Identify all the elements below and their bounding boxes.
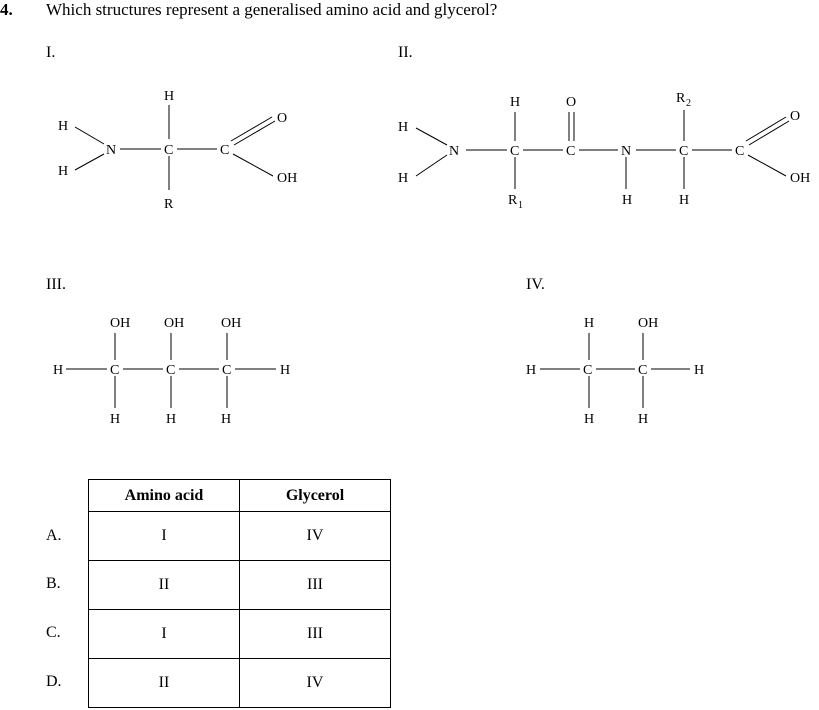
bond (748, 120, 790, 146)
atom-label: C (510, 144, 519, 159)
atom-label: C (166, 363, 175, 378)
cell-glycerol: III (239, 560, 391, 610)
atom-label: OH (164, 316, 184, 331)
atom-label: R (508, 193, 518, 208)
atom-label: H (638, 412, 648, 427)
atom-label: H (58, 119, 68, 134)
atom-label: OH (221, 316, 241, 331)
bond (747, 154, 787, 177)
atom-label: OH (790, 171, 810, 186)
atom-label: O (566, 95, 576, 110)
atom-label: C (110, 363, 119, 378)
atom-label: N (621, 144, 631, 159)
cell-glycerol: III (239, 609, 391, 659)
cell-glycerol: IV (239, 658, 391, 708)
atom-label: OH (110, 316, 130, 331)
atom-label: N (449, 144, 459, 159)
atom-label: H (510, 95, 520, 110)
atom-label: H (110, 412, 120, 427)
option-label-d: D. (46, 673, 62, 690)
atom-label: C (638, 363, 647, 378)
atom-label: R (164, 197, 174, 212)
question-number: 4. (0, 0, 13, 19)
option-label-c: C. (46, 624, 61, 641)
structure-iii: OH OH OH H C C C H H H H (53, 316, 290, 427)
atom-label: H (398, 171, 408, 186)
atom-label: H (53, 363, 63, 378)
cell-amino-acid: I (88, 511, 240, 561)
option-label-a: A. (46, 527, 62, 544)
structure-ii-label: II. (398, 44, 413, 61)
header-amino-acid: Amino acid (88, 479, 240, 512)
atom-label: C (164, 143, 173, 158)
atom-label: C (566, 144, 575, 159)
cell-amino-acid: II (88, 560, 240, 610)
atom-label: N (106, 143, 116, 158)
atom-label: C (222, 363, 231, 378)
atom-label: OH (277, 171, 297, 186)
answer-table: Amino acid Glycerol I IV II III I III II… (88, 479, 391, 708)
structure-i-label: I. (46, 44, 56, 61)
cell-amino-acid: I (88, 609, 240, 659)
atom-label: H (221, 412, 231, 427)
atom-label: H (58, 164, 68, 179)
atom-label: H (694, 363, 704, 378)
atom-label: C (735, 144, 744, 159)
atom-label: H (584, 412, 594, 427)
atom-label: H (164, 89, 174, 104)
structure-iv-label: IV. (526, 276, 545, 293)
atom-label: O (277, 111, 287, 126)
atom-label: H (526, 363, 536, 378)
table-header-row: Amino acid Glycerol (88, 479, 391, 512)
atom-label: H (398, 120, 408, 135)
chemical-structures: H H N C H R C O OH H H N C H R 1 C O N H… (53, 89, 810, 427)
atom-label: O (790, 109, 800, 124)
atom-label: H (166, 412, 176, 427)
bond (745, 116, 787, 142)
atom-label: C (220, 143, 229, 158)
atom-label: H (679, 193, 689, 208)
bond (415, 154, 448, 177)
table-row: II III (88, 560, 391, 610)
structure-i: H H N C H R C O OH (58, 89, 297, 212)
structure-ii: H H N C H R 1 C O N H C R 2 H C O OH (398, 91, 810, 211)
table-row: II IV (88, 658, 391, 708)
atom-label: C (583, 363, 592, 378)
bond (233, 120, 276, 146)
bond (74, 126, 105, 145)
atom-label: C (679, 144, 688, 159)
structure-iv: H OH H C C H H H (526, 316, 704, 427)
bond (230, 116, 273, 142)
atom-label: H (280, 363, 290, 378)
bond (415, 127, 448, 146)
cell-amino-acid: II (88, 658, 240, 708)
structure-iii-label: III. (46, 276, 66, 293)
table-row: I III (88, 609, 391, 659)
atom-label: R (676, 91, 686, 106)
option-label-b: B. (46, 575, 61, 592)
cell-glycerol: IV (239, 511, 391, 561)
question-text: Which structures represent a generalised… (46, 0, 498, 19)
header-glycerol: Glycerol (239, 479, 391, 512)
bond (74, 153, 105, 171)
atom-label: H (584, 316, 594, 331)
atom-label: H (622, 193, 632, 208)
bond (232, 153, 274, 177)
atom-label: OH (638, 316, 658, 331)
atom-subscript: 2 (686, 98, 691, 109)
table-row: I IV (88, 511, 391, 561)
atom-subscript: 1 (518, 200, 523, 211)
